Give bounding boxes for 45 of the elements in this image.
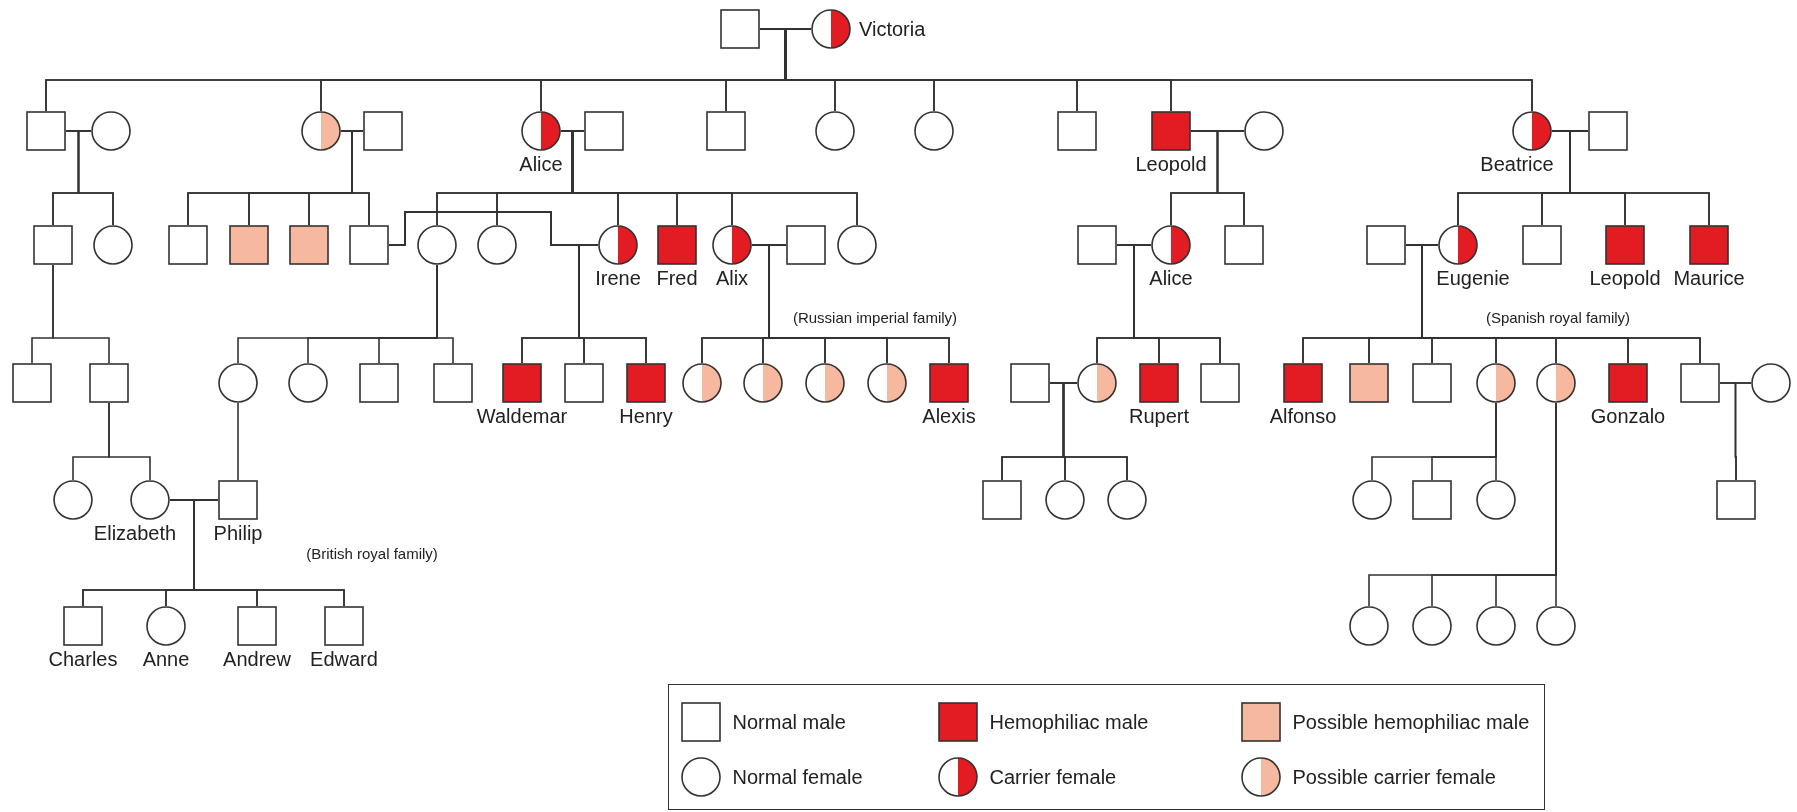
person-name: Irene <box>595 267 641 289</box>
person-name: Leopold <box>1135 153 1207 175</box>
person-name: Gonzalo <box>1590 405 1666 427</box>
descent-line <box>1216 130 1245 226</box>
person-name: Eugenie <box>1436 267 1510 289</box>
person-name: Anne <box>142 648 190 670</box>
person-name: Elizabeth <box>93 522 177 544</box>
person-name: Edward <box>310 648 378 670</box>
descent-line <box>1734 382 1752 481</box>
descent-line <box>1555 402 1557 607</box>
person-name: Beatrice <box>1480 153 1554 175</box>
note-text: (Russian imperial family) <box>792 308 958 326</box>
descent-line <box>108 402 151 481</box>
person-name: Leopold <box>1589 267 1661 289</box>
descent-line <box>1133 244 1221 364</box>
descent-line <box>77 130 114 226</box>
person-name: Alice <box>519 153 563 175</box>
note-text: (Spanish royal family) <box>1485 308 1631 326</box>
person-name: Victoria <box>859 18 926 40</box>
descent-line <box>578 244 647 364</box>
person-name: Alice <box>1149 267 1193 289</box>
person-name: Waldemar <box>476 405 568 427</box>
descent-line <box>237 402 239 481</box>
person-name: Andrew <box>223 648 291 670</box>
legend-label: Normal female <box>732 765 863 788</box>
person-name: Rupert <box>1129 405 1189 427</box>
descent-line <box>351 130 370 226</box>
person-name: Alfonso <box>1269 405 1337 427</box>
person-name: Philip <box>213 522 263 544</box>
person-name: Fred <box>656 267 698 289</box>
person-name: Maurice <box>1673 267 1745 289</box>
descent-line <box>1062 382 1128 481</box>
person-name: Alexis <box>922 405 976 427</box>
descent-line <box>436 264 454 364</box>
person-name: Henry <box>619 405 673 427</box>
descent-line <box>52 264 110 364</box>
legend-label: Possible hemophiliac male <box>1292 710 1530 733</box>
person-name: Charles <box>48 648 118 670</box>
descent-line <box>1495 402 1497 481</box>
legend-label: Normal male <box>732 710 846 733</box>
legend-label: Possible carrier female <box>1292 765 1496 788</box>
legend-label: Hemophiliac male <box>989 710 1149 733</box>
note-text: (British royal family) <box>306 544 438 562</box>
legend-label: Carrier female <box>989 765 1117 788</box>
person-name: Alix <box>715 267 749 289</box>
